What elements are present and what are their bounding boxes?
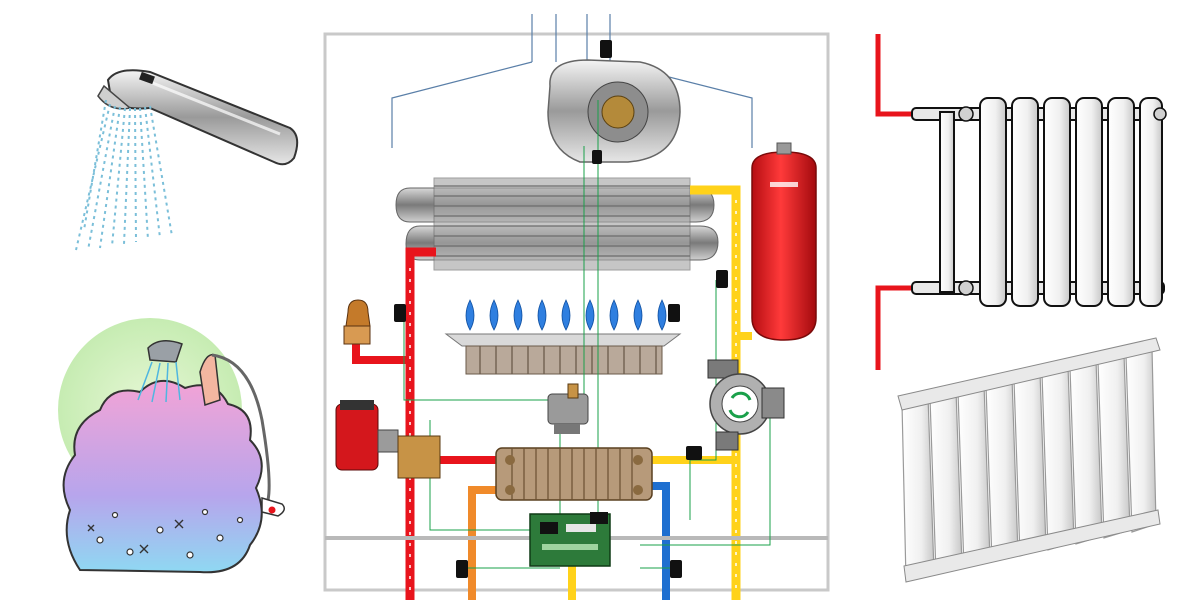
circulation-pump-icon [707,359,785,451]
person-in-bath-icon [58,318,285,574]
radiator-with-pipes-icon [875,34,1167,370]
gas-valve-icon [547,383,589,434]
heat-exchanger-icon [395,177,719,271]
control-board-icon [529,512,611,567]
aluminium-radiator-icon [897,337,1161,583]
exhaust-fan-icon [547,40,681,163]
safety-valve-icon [343,299,371,345]
expansion-tank-icon [751,142,817,341]
three-way-valve-icon [335,400,441,479]
temperature-sensors [394,150,728,578]
gas-boiler-schematic-icon [323,14,830,600]
plate-heat-exchanger-icon [495,447,653,501]
shower-head-icon [75,69,299,251]
gas-burner-flames-icon [444,299,682,375]
boiler-casing [323,32,830,592]
pipes [325,185,828,600]
